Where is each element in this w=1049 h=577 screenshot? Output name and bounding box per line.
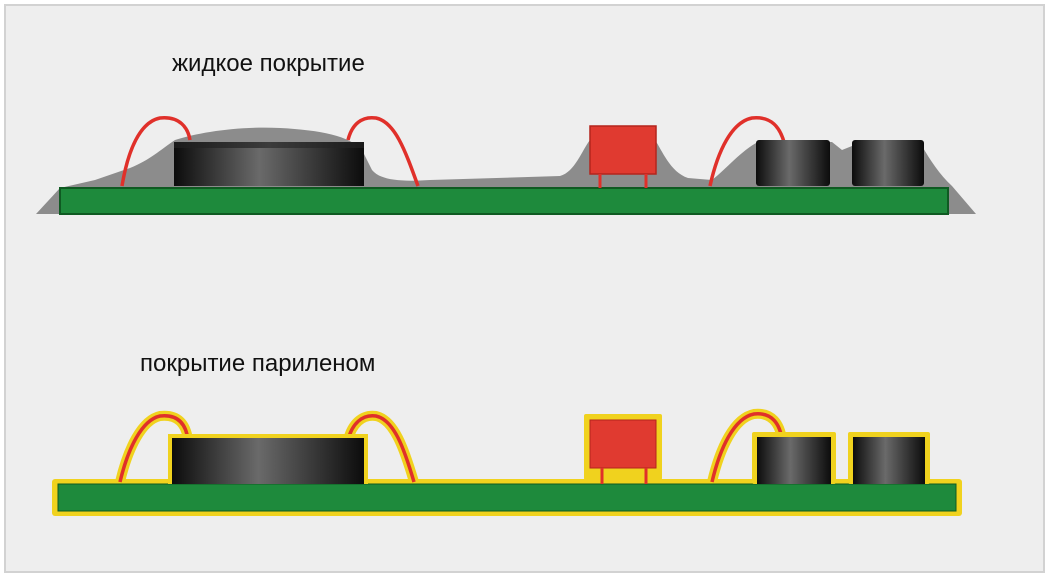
cylinder-component-large-bottom xyxy=(172,438,364,484)
cylinder-component-large xyxy=(174,142,364,186)
cylinder-component-small-1 xyxy=(756,140,830,186)
cylinder-top-edge xyxy=(174,142,364,148)
lead-wire-bottom-left-2 xyxy=(346,414,416,483)
lead-wire-right xyxy=(708,116,786,187)
cylinder-component-small-2 xyxy=(852,140,924,186)
lead-wire-left-2 xyxy=(346,115,420,187)
red-component xyxy=(589,125,657,175)
cylinder-component-small-1-bottom xyxy=(757,437,831,484)
liquid-coating-label: жидкое покрытие xyxy=(172,50,365,77)
parylene-coated-board xyxy=(52,408,962,516)
lead-wire-bottom-right xyxy=(710,412,784,483)
liquid-coated-board xyxy=(36,115,976,215)
lead-wire-left-1 xyxy=(120,116,192,187)
pcb-board-bottom xyxy=(57,483,957,512)
parylene-coating-label: покрытие париленом xyxy=(140,350,376,377)
cylinder-component-small-2-bottom xyxy=(853,437,925,484)
lead-wire-bottom-left-1 xyxy=(118,414,190,483)
pcb-board-top xyxy=(59,187,949,215)
red-component-bottom xyxy=(589,419,657,469)
